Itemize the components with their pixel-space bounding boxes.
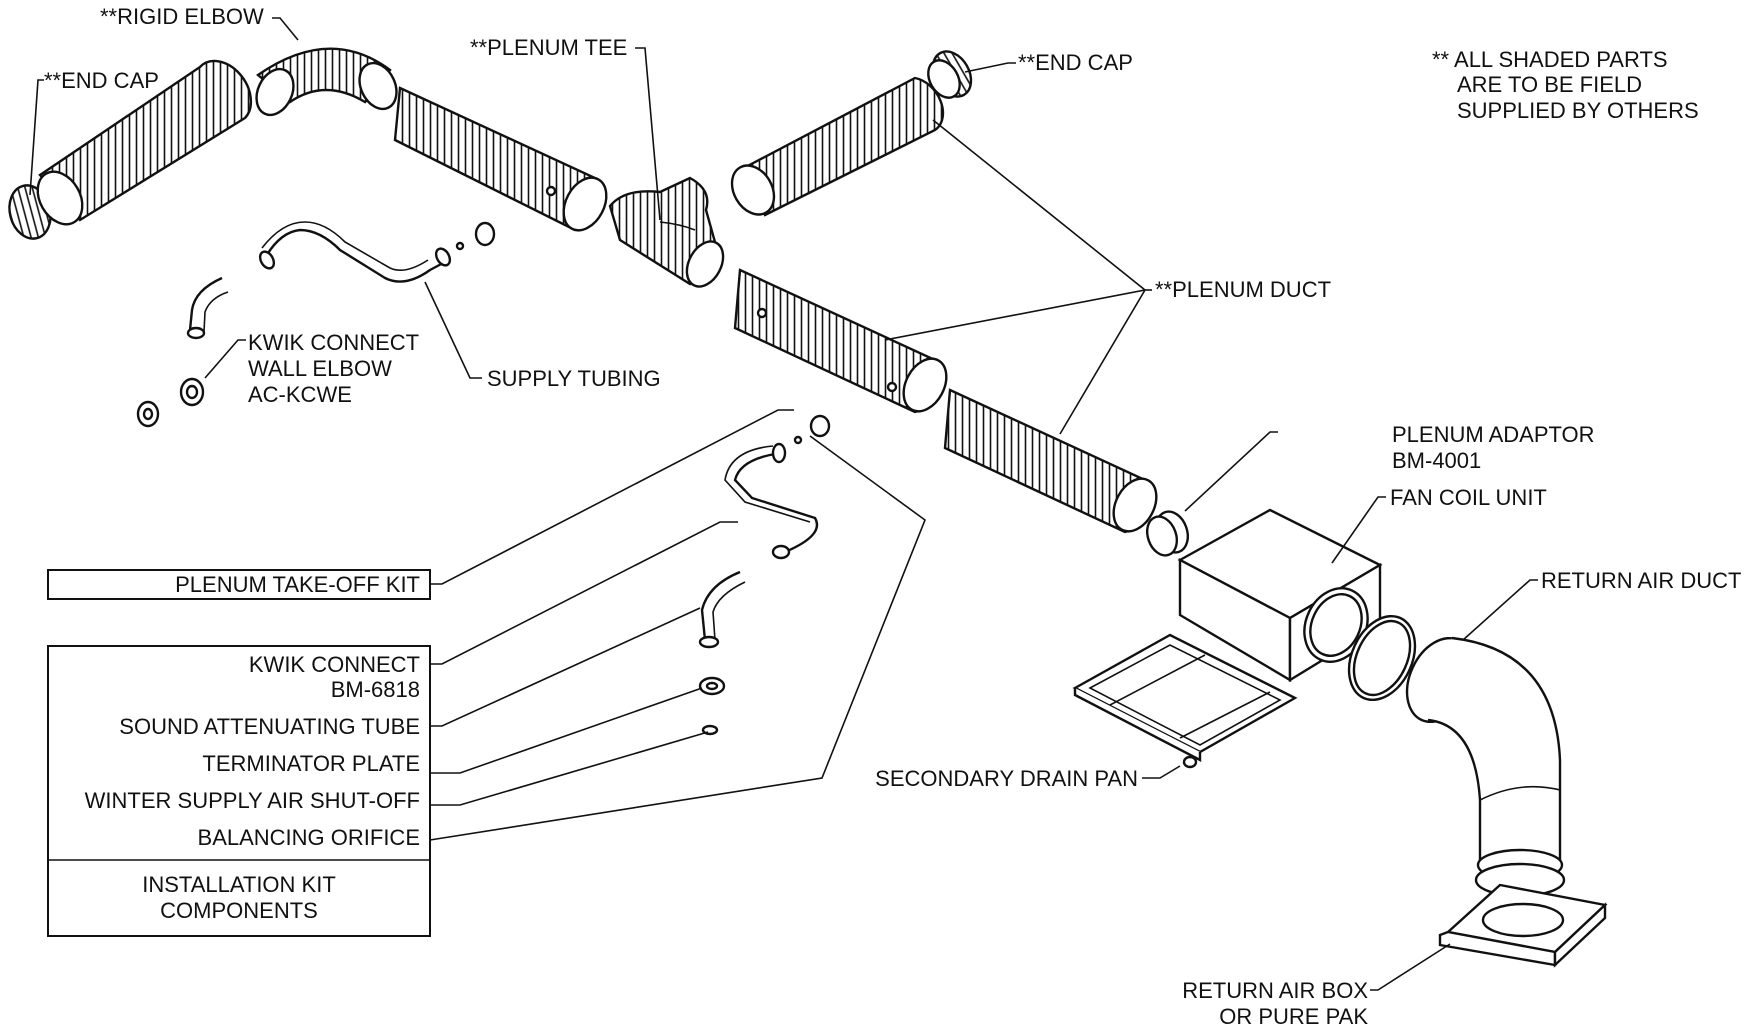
rigid-elbow	[255, 47, 398, 117]
kit-kwik-connect-1: KWIK CONNECT	[249, 652, 420, 677]
label-return-air-box-1: RETURN AIR BOX	[1182, 978, 1368, 1003]
label-kwik-connect-wall-elbow-1: KWIK CONNECT	[248, 330, 419, 355]
sound-attenuating-tube	[724, 414, 831, 560]
plenum-duct-lower	[943, 388, 1158, 534]
installation-kit-table: PLENUM TAKE-OFF KIT KWIK CONNECT BM-6818…	[47, 569, 431, 937]
kit-winter-shutoff: WINTER SUPPLY AIR SHUT-OFF	[85, 788, 420, 813]
label-plenum-adaptor-2: BM-4001	[1392, 448, 1481, 473]
plenum-duct-middle	[733, 268, 948, 414]
kit-components-box	[47, 645, 431, 937]
label-plenum-tee: **PLENUM TEE	[470, 35, 627, 60]
supply-tubing	[258, 221, 496, 283]
plenum-tee	[608, 176, 725, 288]
filter-ring	[1347, 614, 1417, 702]
note-line-2: ARE TO BE FIELD	[1457, 72, 1642, 97]
label-kwik-connect-wall-elbow-3: AC-KCWE	[248, 382, 352, 407]
kit-terminator: TERMINATOR PLATE	[202, 751, 420, 776]
plenum-duct-upper-left	[36, 59, 253, 226]
label-return-air-box-2: OR PURE PAK	[1219, 1004, 1368, 1029]
kit-leader-lines	[429, 409, 926, 841]
label-secondary-drain-pan: SECONDARY DRAIN PAN	[875, 766, 1138, 791]
kit-balancing: BALANCING ORIFICE	[198, 825, 420, 850]
kwik-connect-wall-elbow	[136, 377, 205, 428]
wall-elbow-tube	[186, 276, 229, 340]
return-air-box	[1438, 883, 1608, 968]
label-end-cap-right: **END CAP	[1018, 50, 1133, 75]
leader-lines	[29, 17, 1538, 991]
plenum-duct-upper-right	[730, 76, 945, 217]
kit-kwik-connect-2: BM-6818	[331, 677, 420, 702]
secondary-drain-pan	[1072, 633, 1298, 769]
return-air-duct	[1405, 636, 1566, 898]
label-plenum-duct: **PLENUM DUCT	[1155, 277, 1331, 302]
kit-take-off: PLENUM TAKE-OFF KIT	[175, 572, 420, 597]
kit-caption-2: COMPONENTS	[160, 898, 318, 923]
plenum-duct-upper-middle	[393, 86, 608, 232]
kwik-connect-tube	[698, 570, 746, 649]
label-rigid-elbow: **RIGID ELBOW	[100, 4, 264, 29]
kit-sound-tube: SOUND ATTENUATING TUBE	[119, 714, 420, 739]
note-line-1: ** ALL SHADED PARTS	[1432, 47, 1668, 72]
label-plenum-adaptor-1: PLENUM ADAPTOR	[1392, 422, 1595, 447]
terminator-plate	[698, 676, 726, 696]
label-return-air-duct: RETURN AIR DUCT	[1541, 568, 1741, 593]
end-cap-right	[927, 50, 973, 99]
note-line-3: SUPPLIED BY OTHERS	[1457, 98, 1699, 123]
shaded-parts-note: ** ALL SHADED PARTS ARE TO BE FIELD SUPP…	[1432, 47, 1699, 123]
label-kwik-connect-wall-elbow-2: WALL ELBOW	[248, 356, 392, 381]
take-off-kit-box	[47, 569, 431, 600]
label-supply-tubing: SUPPLY TUBING	[487, 366, 661, 391]
fan-coil-unit	[1177, 508, 1383, 683]
kit-caption-1: INSTALLATION KIT	[142, 872, 336, 897]
label-fan-coil-unit: FAN COIL UNIT	[1390, 485, 1547, 510]
label-end-cap-left: **END CAP	[44, 68, 159, 93]
plenum-adaptor	[1145, 510, 1190, 557]
